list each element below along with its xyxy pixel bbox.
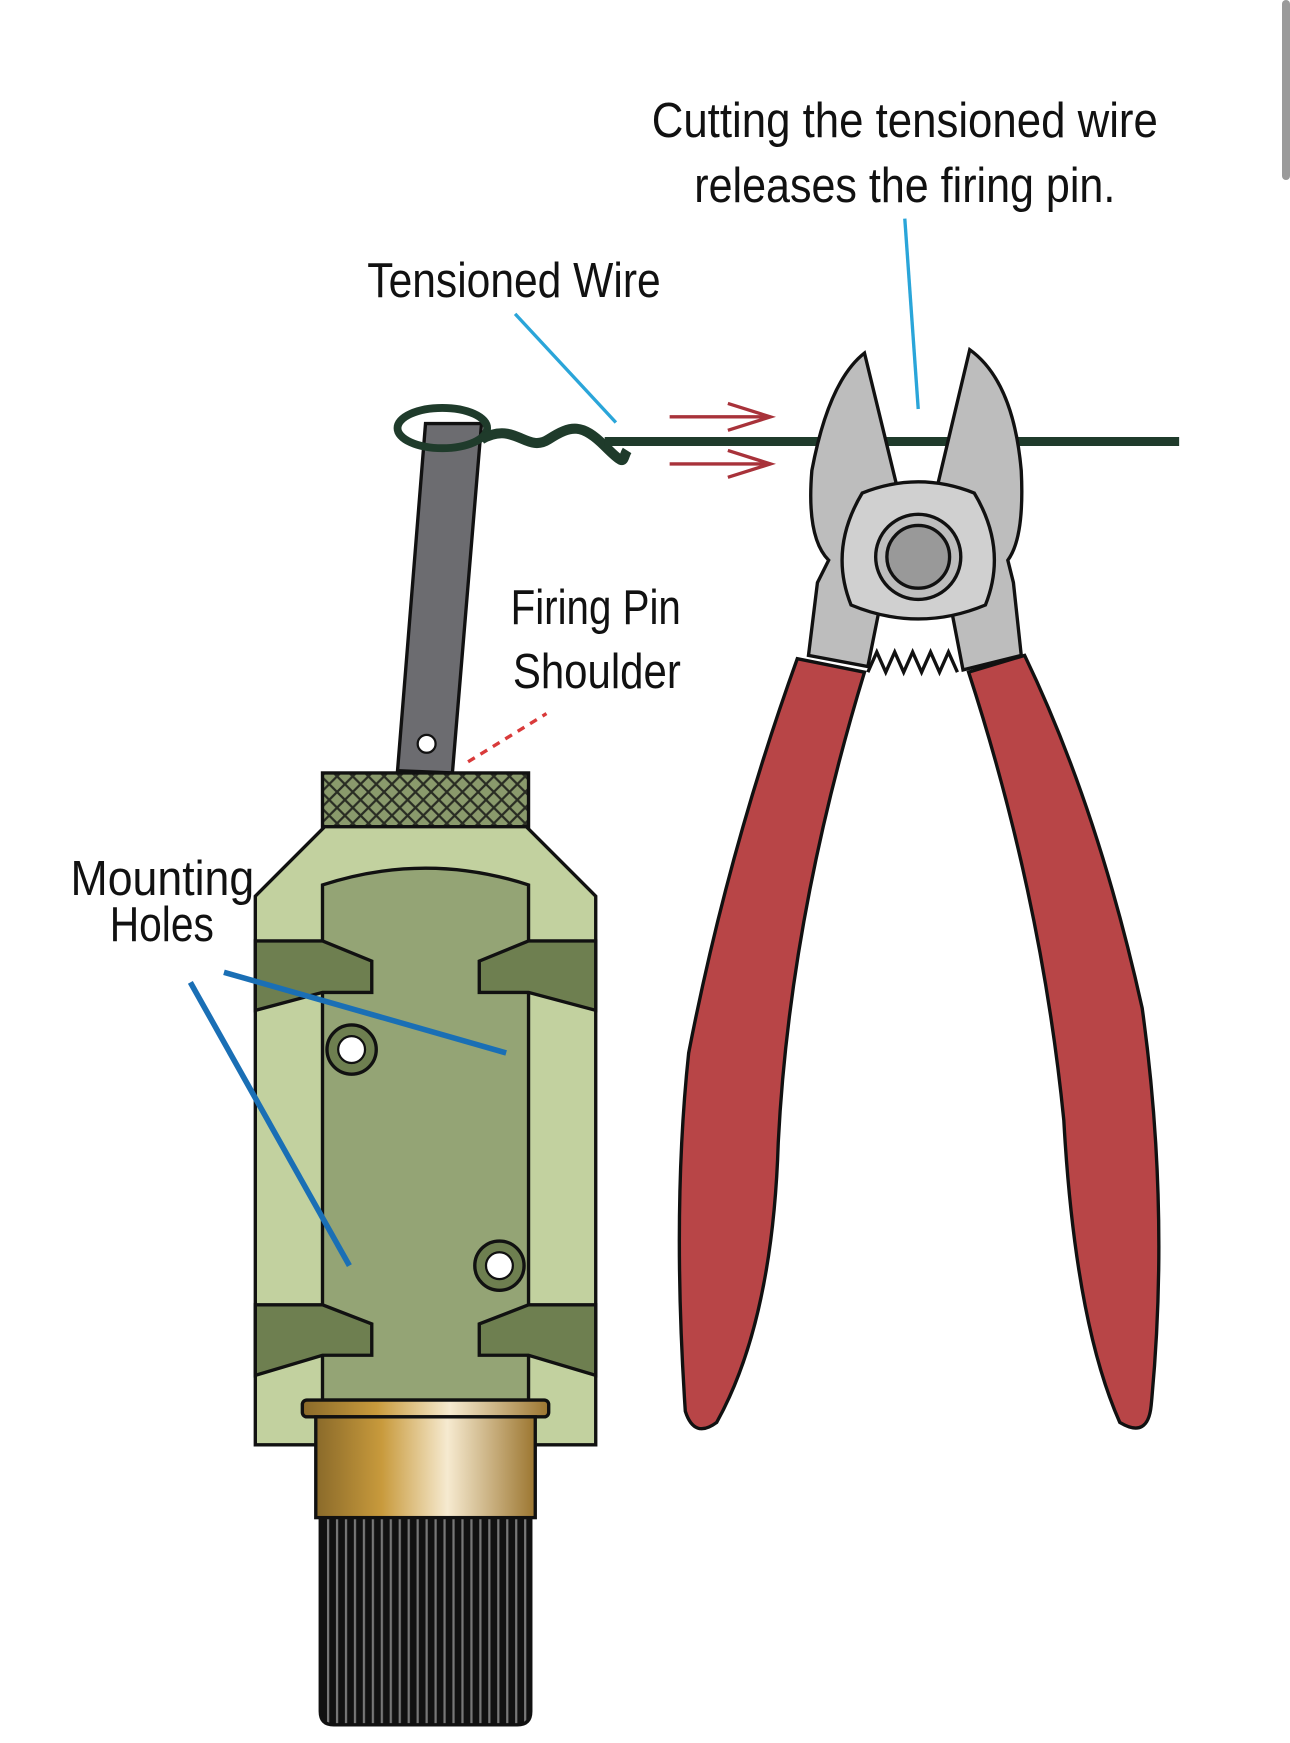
pliers-handle-left (677, 656, 867, 1431)
label-firing-pin-line2: Shoulder (513, 644, 681, 699)
leader-tensioned-wire (513, 312, 618, 424)
pliers-handle-right (966, 653, 1161, 1430)
firing-pin-hole (416, 733, 437, 754)
scrollbar[interactable] (1282, 0, 1290, 180)
label-tensioned-wire: Tensioned Wire (367, 253, 660, 308)
label-cutting-line2: releases the firing pin. (694, 158, 1115, 213)
leader-firing-pin-shoulder (467, 712, 548, 764)
black-knob (318, 1515, 533, 1727)
brass-rim (300, 1398, 551, 1419)
label-firing-pin-line1: Firing Pin (511, 580, 681, 635)
firing-pin (395, 421, 484, 775)
wire-loop (393, 403, 492, 453)
label-cutting-line1: Cutting the tensioned wire (652, 93, 1158, 148)
body-notches (253, 939, 598, 1378)
brass-collar (314, 1415, 537, 1520)
label-mounting-line2: Holes (110, 897, 214, 952)
leader-cutting (903, 218, 920, 410)
wire-twist (479, 423, 632, 466)
motion-arrows (669, 401, 776, 479)
leader-mounting-hole-2 (187, 980, 352, 1268)
pliers-spring (866, 647, 959, 677)
leader-mounting-hole-1 (223, 969, 507, 1056)
label-mounting-line1: Mounting (71, 851, 255, 906)
